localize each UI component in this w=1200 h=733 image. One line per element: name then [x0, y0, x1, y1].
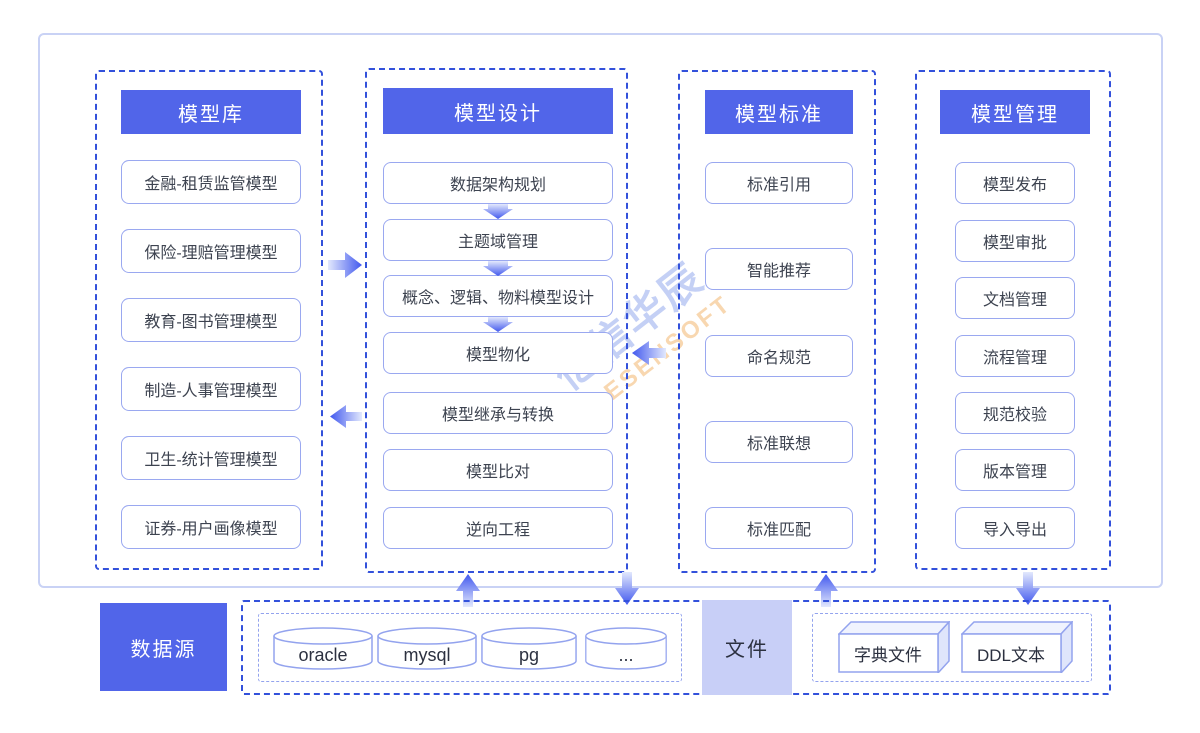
design-step: 数据架构规划: [383, 162, 613, 204]
management-item: 模型审批: [955, 220, 1075, 262]
library-item: 证券-用户画像模型: [121, 505, 301, 549]
cylinder-icon: [481, 627, 577, 670]
file-box: 文件: [702, 600, 792, 695]
library-item: 金融-租赁监管模型: [121, 160, 301, 204]
management-item: 文档管理: [955, 277, 1075, 319]
column-header: 模型管理: [940, 90, 1090, 134]
library-item: 制造-人事管理模型: [121, 367, 301, 411]
cylinder-icon: [585, 627, 667, 670]
column-model-library: 模型库 金融-租赁监管模型 保险-理赔管理模型 教育-图书管理模型 制造-人事管…: [95, 70, 323, 570]
standard-item: 命名规范: [705, 335, 853, 377]
column-header: 模型标准: [705, 90, 853, 134]
flow-arrow-down-icon: [483, 261, 513, 276]
database-label: ...: [618, 644, 634, 665]
design-step: 模型比对: [383, 449, 613, 491]
column-header: 模型设计: [383, 88, 613, 134]
arrow-left-icon: [330, 405, 362, 428]
database-cylinder-mysql: mysql: [377, 627, 477, 671]
column-header: 模型库: [121, 90, 301, 134]
ddl-text-box: DDL文本: [961, 621, 1073, 673]
arrow-up-icon: [456, 574, 480, 607]
management-item: 模型发布: [955, 162, 1075, 204]
box3d-icon: [961, 621, 1073, 673]
arrow-left-icon: [632, 341, 666, 365]
management-item: 版本管理: [955, 449, 1075, 491]
column-model-management: 模型管理 模型发布 模型审批 文档管理 流程管理 规范校验 版本管理 导入导出: [915, 70, 1111, 570]
arrow-down-icon: [1016, 572, 1040, 605]
datasource-box: 数据源: [100, 603, 227, 691]
database-cylinder-oracle: oracle: [273, 627, 373, 671]
dict-file-box: 字典文件: [838, 621, 950, 673]
database-cylinder-pg: pg: [481, 627, 577, 671]
arrow-down-icon: [615, 572, 639, 605]
design-step: 概念、逻辑、物料模型设计: [383, 275, 613, 317]
design-step: 主题域管理: [383, 219, 613, 261]
database-label: oracle: [298, 644, 348, 665]
management-item: 导入导出: [955, 507, 1075, 549]
arrow-up-icon: [814, 574, 838, 607]
cylinder-icon: [377, 627, 477, 670]
sources-container: [241, 600, 1111, 695]
file-types-group: [812, 613, 1092, 682]
library-item: 卫生-统计管理模型: [121, 436, 301, 480]
design-step: 逆向工程: [383, 507, 613, 549]
column-model-design: 模型设计 数据架构规划 主题域管理 概念、逻辑、物料模型设计 模型物化 模型继承…: [365, 68, 628, 573]
box3d-icon: [838, 621, 950, 673]
library-item: 保险-理赔管理模型: [121, 229, 301, 273]
standard-item: 智能推荐: [705, 248, 853, 290]
databases-group: [258, 613, 682, 682]
standard-item: 标准引用: [705, 162, 853, 204]
file-type-label: DDL文本: [976, 645, 1045, 665]
database-label: pg: [518, 644, 540, 665]
management-item: 流程管理: [955, 335, 1075, 377]
flow-arrow-down-icon: [483, 317, 513, 332]
database-cylinder-more: ...: [585, 627, 667, 671]
library-item: 教育-图书管理模型: [121, 298, 301, 342]
standard-item: 标准联想: [705, 421, 853, 463]
design-step: 模型物化: [383, 332, 613, 374]
database-label: mysql: [403, 644, 451, 665]
management-item: 规范校验: [955, 392, 1075, 434]
file-type-label: 字典文件: [854, 645, 922, 665]
standard-item: 标准匹配: [705, 507, 853, 549]
cylinder-icon: [273, 627, 373, 670]
design-step: 模型继承与转换: [383, 392, 613, 434]
flow-arrow-down-icon: [483, 204, 513, 219]
column-model-standard: 模型标准 标准引用 智能推荐 命名规范 标准联想 标准匹配: [678, 70, 876, 573]
arrow-right-icon: [328, 252, 362, 278]
